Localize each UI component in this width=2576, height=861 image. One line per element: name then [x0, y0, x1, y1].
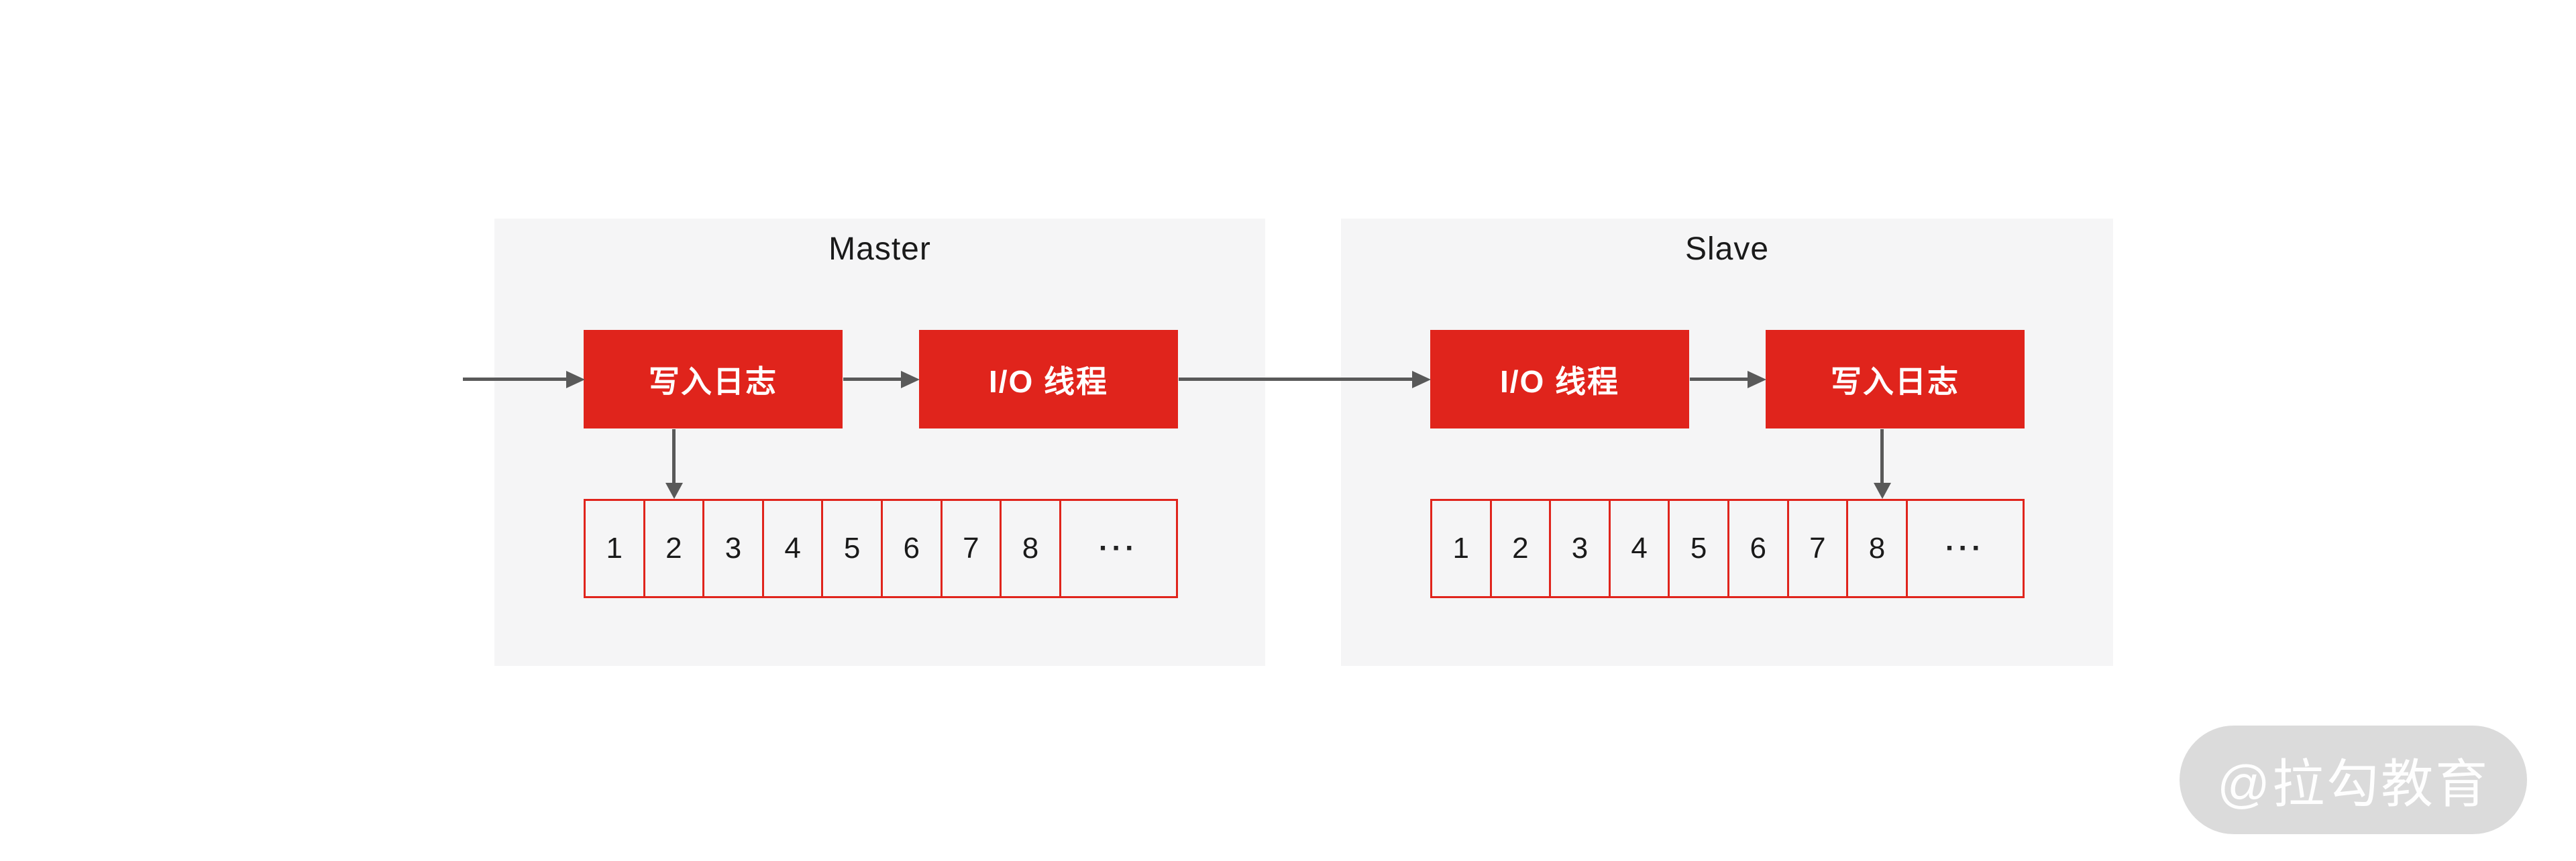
buffer-cell: 8	[1848, 501, 1908, 596]
slave-panel	[1341, 219, 2113, 666]
slave-log-buffer: 1 2 3 4 5 6 7 8 ···	[1430, 499, 2025, 598]
master-writelog-to-io-arrow	[843, 371, 920, 388]
arrow-line	[672, 429, 676, 484]
buffer-cell: 4	[1611, 501, 1670, 596]
buffer-cell: 2	[1492, 501, 1552, 596]
arrowhead-down-icon	[665, 483, 683, 499]
arrow-line	[1179, 378, 1415, 381]
watermark-badge: @拉勾教育	[2180, 726, 2527, 834]
master-panel	[494, 219, 1265, 666]
slave-io-thread-node: I/O 线程	[1430, 330, 1689, 428]
buffer-cell: 1	[1432, 501, 1492, 596]
master-panel-title: Master	[828, 231, 931, 267]
master-writelog-to-buffer-arrow	[665, 429, 683, 499]
arrow-line	[843, 378, 904, 381]
buffer-cell: 3	[1551, 501, 1611, 596]
buffer-cell: 5	[823, 501, 883, 596]
buffer-cell: 4	[764, 501, 824, 596]
slave-write-log-node: 写入日志	[1766, 330, 2025, 428]
arrowhead-right-icon	[566, 371, 585, 388]
arrow-line	[463, 378, 569, 381]
slave-io-to-writelog-arrow	[1690, 371, 1766, 388]
incoming-flow-arrow	[463, 371, 585, 388]
buffer-cell: 7	[943, 501, 1002, 596]
arrowhead-right-icon	[901, 371, 920, 388]
arrowhead-down-icon	[1874, 483, 1891, 499]
buffer-cell: 6	[883, 501, 943, 596]
buffer-cell: 3	[704, 501, 764, 596]
arrow-line	[1690, 378, 1750, 381]
buffer-ellipsis-cell: ···	[1098, 532, 1138, 565]
buffer-cell: 8	[1002, 501, 1061, 596]
buffer-cell: 1	[586, 501, 645, 596]
arrowhead-right-icon	[1748, 371, 1766, 388]
buffer-ellipsis-cell: ···	[1945, 532, 1985, 565]
arrow-line	[1880, 429, 1884, 484]
buffer-cell: 2	[645, 501, 705, 596]
buffer-cell: 7	[1789, 501, 1849, 596]
buffer-cell: 6	[1729, 501, 1789, 596]
slave-writelog-to-buffer-arrow	[1874, 429, 1891, 499]
master-to-slave-replication-arrow	[1179, 371, 1431, 388]
master-io-thread-node: I/O 线程	[919, 330, 1178, 428]
arrowhead-right-icon	[1412, 371, 1431, 388]
slave-panel-title: Slave	[1684, 231, 1770, 267]
master-write-log-node: 写入日志	[584, 330, 843, 428]
master-log-buffer: 1 2 3 4 5 6 7 8 ···	[584, 499, 1178, 598]
buffer-cell: 5	[1670, 501, 1729, 596]
